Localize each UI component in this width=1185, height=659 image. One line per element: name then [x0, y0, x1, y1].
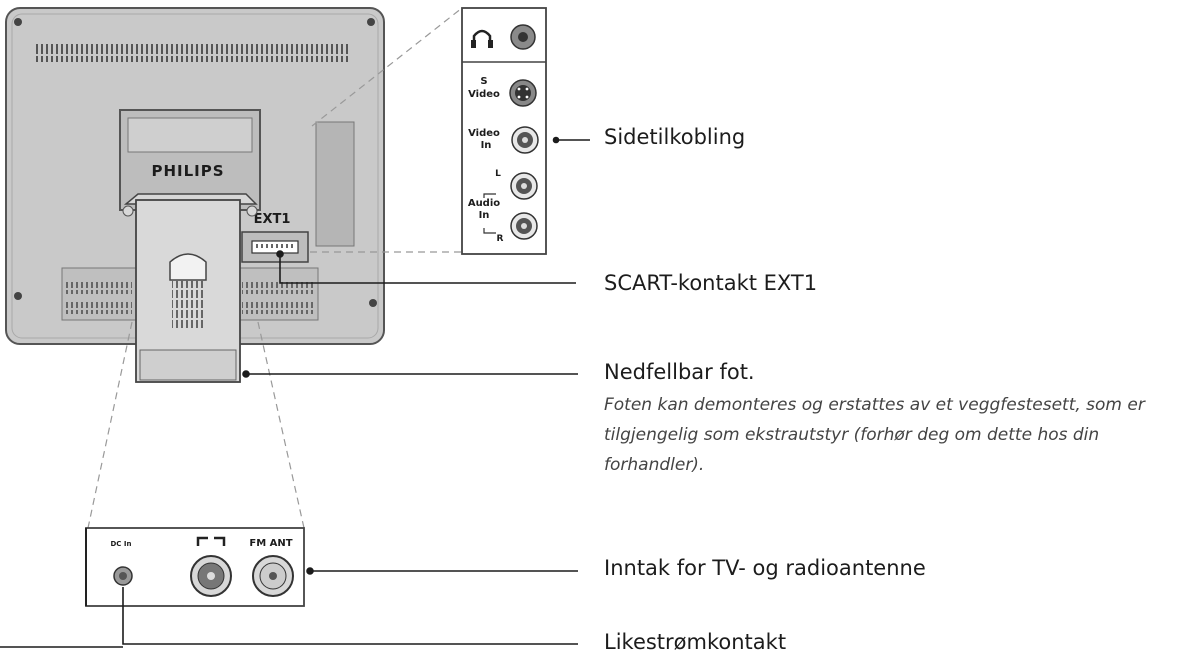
leader-dc [122, 587, 578, 645]
screw-top-right [367, 18, 375, 26]
audio-in-label-line1: Audio [468, 198, 500, 209]
side-connector-panel [461, 7, 547, 255]
callout-antenna: Inntak for TV- og radioantenne [604, 556, 926, 580]
video-in-label-line2: In [481, 140, 492, 151]
dc-in-jack [113, 566, 133, 586]
video-in-connector [511, 126, 539, 154]
screw-top-left [14, 18, 22, 26]
magnify-guides [87, 7, 463, 529]
s-video-connector [509, 79, 537, 107]
headphone-jack [510, 24, 536, 50]
vesa-plate-inner [127, 117, 253, 153]
fm-ant-label: FM ANT [249, 538, 292, 549]
callout-foot-title: Nedfellbar fot. [604, 360, 755, 384]
video-in-label-line1: Video [468, 128, 500, 139]
leader-lines [0, 136, 590, 648]
ext1-label: EXT1 [254, 212, 291, 227]
leader-scart [279, 254, 576, 284]
headphones-icon [471, 29, 493, 48]
audio-l-label: L [495, 169, 501, 179]
side-compartment [315, 121, 355, 247]
tv-antenna-input [190, 555, 232, 597]
dc-in-label: DC In [111, 540, 132, 548]
s-video-label-line1: S [480, 76, 487, 87]
scart-connector-ext1 [241, 231, 309, 263]
top-vent-grille [34, 44, 350, 62]
audio-r-label: R [497, 234, 504, 244]
bottom-connector-panel [85, 527, 305, 607]
callout-foot-note: Foten kan demonteres og erstattes av et … [604, 395, 1145, 475]
fm-antenna-input [252, 555, 294, 597]
stand [122, 193, 258, 383]
audio-in-label-line2: In [479, 210, 490, 221]
callout-scart: SCART-kontakt EXT1 [604, 271, 818, 295]
screw-bottom-right [369, 299, 377, 307]
tv-antenna-icon [196, 536, 226, 546]
s-video-label-line2: Video [468, 89, 500, 100]
audio-in-right-connector [510, 212, 538, 240]
callout-side-connection: Sidetilkobling [604, 125, 746, 149]
brand-logo: PHILIPS [151, 162, 224, 180]
audio-in-left-connector [510, 172, 538, 200]
screw-bottom-left [14, 292, 22, 300]
callout-dc: Likestrømkontakt [604, 630, 787, 654]
